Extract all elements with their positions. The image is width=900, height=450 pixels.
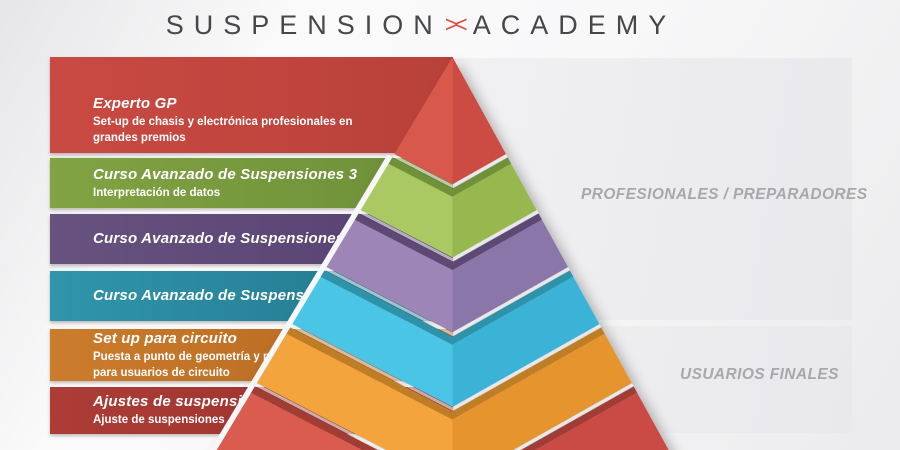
- level-title: Set up para circuito: [93, 329, 238, 347]
- audience-label-end-users: USUARIOS FINALES: [680, 366, 839, 383]
- level-subtitle-line: para usuarios de circuito: [93, 367, 230, 379]
- pyramid-level-band-2: Curso Avanzado de Suspensiones 3 Interpr…: [50, 158, 453, 208]
- audience-panel-professionals: PROFESIONALES / PREPARADORES: [452, 58, 868, 320]
- brand-title: SUSPENSION >< ACADEMY: [0, 6, 900, 44]
- level-subtitle-line: Ajuste de suspensiones: [93, 414, 225, 427]
- brand-x-icon: ><: [444, 10, 468, 37]
- level-title: Curso Avanzado de Suspensiones 1: [93, 287, 358, 304]
- audience-panel-end-users: USUARIOS FINALES: [452, 326, 852, 433]
- pyramid-level-band-3: Curso Avanzado de Suspensiones 2: [50, 214, 453, 264]
- pyramid-level-band-6: Ajustes de suspensiones Ajuste de suspen…: [50, 387, 453, 434]
- audience-label-professionals: PROFESIONALES / PREPARADORES: [581, 186, 868, 203]
- brand-word-left: SUSPENSION: [165, 9, 443, 40]
- level-title: Ajustes de suspensiones: [93, 393, 278, 411]
- level-title: Experto GP: [93, 94, 177, 112]
- pyramid-level-band-5: Set up para circuito Puesta a punto de g…: [50, 329, 453, 381]
- brand-word-right: ACADEMY: [472, 9, 677, 40]
- pyramid-level-band-1: Experto GP Set-up de chasis y electrónic…: [50, 57, 453, 153]
- level-title: Curso Avanzado de Suspensiones 3: [93, 165, 358, 183]
- level-subtitle-line: Puesta a punto de geometría y parte cicl…: [93, 350, 321, 363]
- level-subtitle-line: Set-up de chasis y electrónica profesion…: [93, 115, 353, 128]
- level-subtitle-line: grandes premios: [93, 131, 186, 144]
- level-title: Curso Avanzado de Suspensiones 2: [93, 230, 358, 247]
- level-subtitle-line: Interpretación de datos: [93, 186, 221, 199]
- pyramid-level-band-4: Curso Avanzado de Suspensiones 1: [50, 271, 453, 321]
